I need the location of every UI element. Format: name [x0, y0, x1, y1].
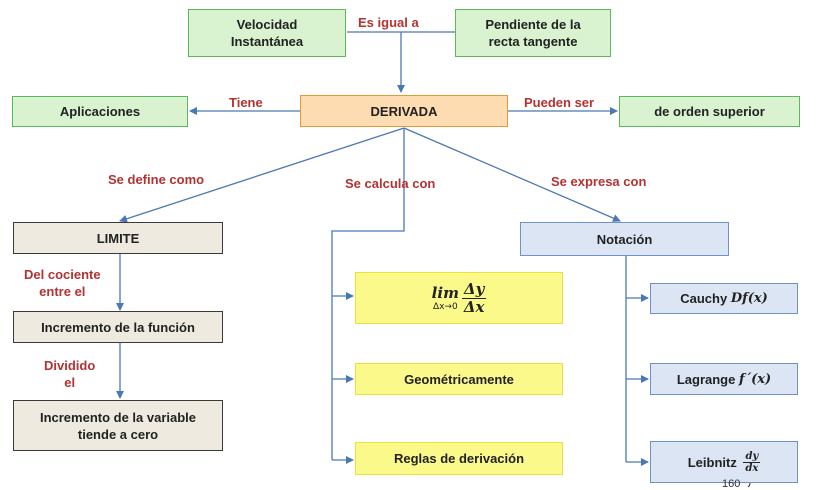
- label-tiene: Tiene: [229, 95, 263, 110]
- node-cauchy: Cauchy Df(x): [650, 283, 798, 314]
- node-velocidad-text: Velocidad Instantánea: [230, 17, 304, 49]
- node-pendiente-text: Pendiente de la recta tangente: [485, 17, 581, 49]
- node-incremento-funcion-text: Incremento de la función: [41, 319, 195, 335]
- node-geometricamente-text: Geométricamente: [404, 371, 514, 387]
- node-lagrange: Lagrange f´(x): [650, 363, 798, 395]
- cauchy-formula: Df(x): [730, 291, 768, 306]
- node-incremento-variable-text: Incremento de la variable tiende a cero: [39, 409, 197, 442]
- node-limite-text: LIMITE: [96, 230, 140, 246]
- node-orden-superior: de orden superior: [619, 96, 800, 127]
- lim-operator: lim Δx→0: [431, 283, 459, 312]
- leibniz-fraction: dy dx: [743, 450, 761, 474]
- node-incremento-funcion: Incremento de la función: [13, 311, 223, 343]
- label-se-define-como: Se define como: [108, 172, 205, 187]
- delta-denominator: Δx: [463, 297, 485, 316]
- node-leibniz: Leibnitz dy dx: [650, 441, 798, 483]
- delta-numerator: Δy: [461, 279, 487, 299]
- label-es-igual-a: Es igual a: [358, 15, 419, 30]
- node-derivada: DERIVADA: [300, 95, 508, 127]
- node-incremento-variable: Incremento de la variable tiende a cero: [13, 400, 223, 451]
- node-aplicaciones: Aplicaciones: [12, 96, 188, 127]
- node-velocidad-instantanea: Velocidad Instantánea: [188, 9, 346, 57]
- node-pendiente-recta-tangente: Pendiente de la recta tangente: [455, 9, 611, 57]
- cauchy-name: Cauchy: [680, 291, 728, 306]
- label-dividido: Dividido el: [44, 358, 96, 390]
- label-se-calcula-con: Se calcula con: [345, 176, 436, 191]
- node-limit-formula: lim Δx→0 Δy Δx: [355, 272, 563, 324]
- node-orden-superior-text: de orden superior: [654, 104, 765, 119]
- arrow-to-limite: [119, 127, 405, 223]
- node-limite: LIMITE: [13, 222, 223, 254]
- leibniz-name: Leibnitz: [687, 454, 737, 470]
- node-geometricamente: Geométricamente: [355, 363, 563, 395]
- node-derivada-text: DERIVADA: [370, 103, 438, 119]
- lim-word: lim: [431, 283, 459, 302]
- arrow-to-notacion: [403, 127, 621, 222]
- node-reglas-derivacion: Reglas de derivación: [355, 442, 563, 475]
- label-del-cociente: Del cociente entre el: [24, 267, 101, 299]
- lagrange-name: Lagrange: [676, 371, 736, 387]
- lim-subscript: Δx→0: [432, 301, 458, 312]
- node-notacion: Notación: [520, 222, 729, 256]
- leibniz-numerator: dy: [743, 450, 761, 463]
- lagrange-formula: f´(x): [738, 371, 772, 387]
- leibniz-denominator: dx: [745, 462, 759, 474]
- page-number: 160: [722, 478, 741, 490]
- delta-fraction: Δy Δx: [461, 279, 487, 316]
- label-se-expresa-con: Se expresa con: [551, 174, 647, 189]
- node-notacion-text: Notación: [596, 231, 653, 247]
- label-pueden-ser: Pueden ser: [524, 95, 595, 110]
- line-calcula-trunk: [331, 128, 405, 460]
- node-aplicaciones-text: Aplicaciones: [59, 104, 141, 119]
- limit-formula: lim Δx→0 Δy Δx: [431, 279, 487, 316]
- node-reglas-text: Reglas de derivación: [393, 451, 525, 466]
